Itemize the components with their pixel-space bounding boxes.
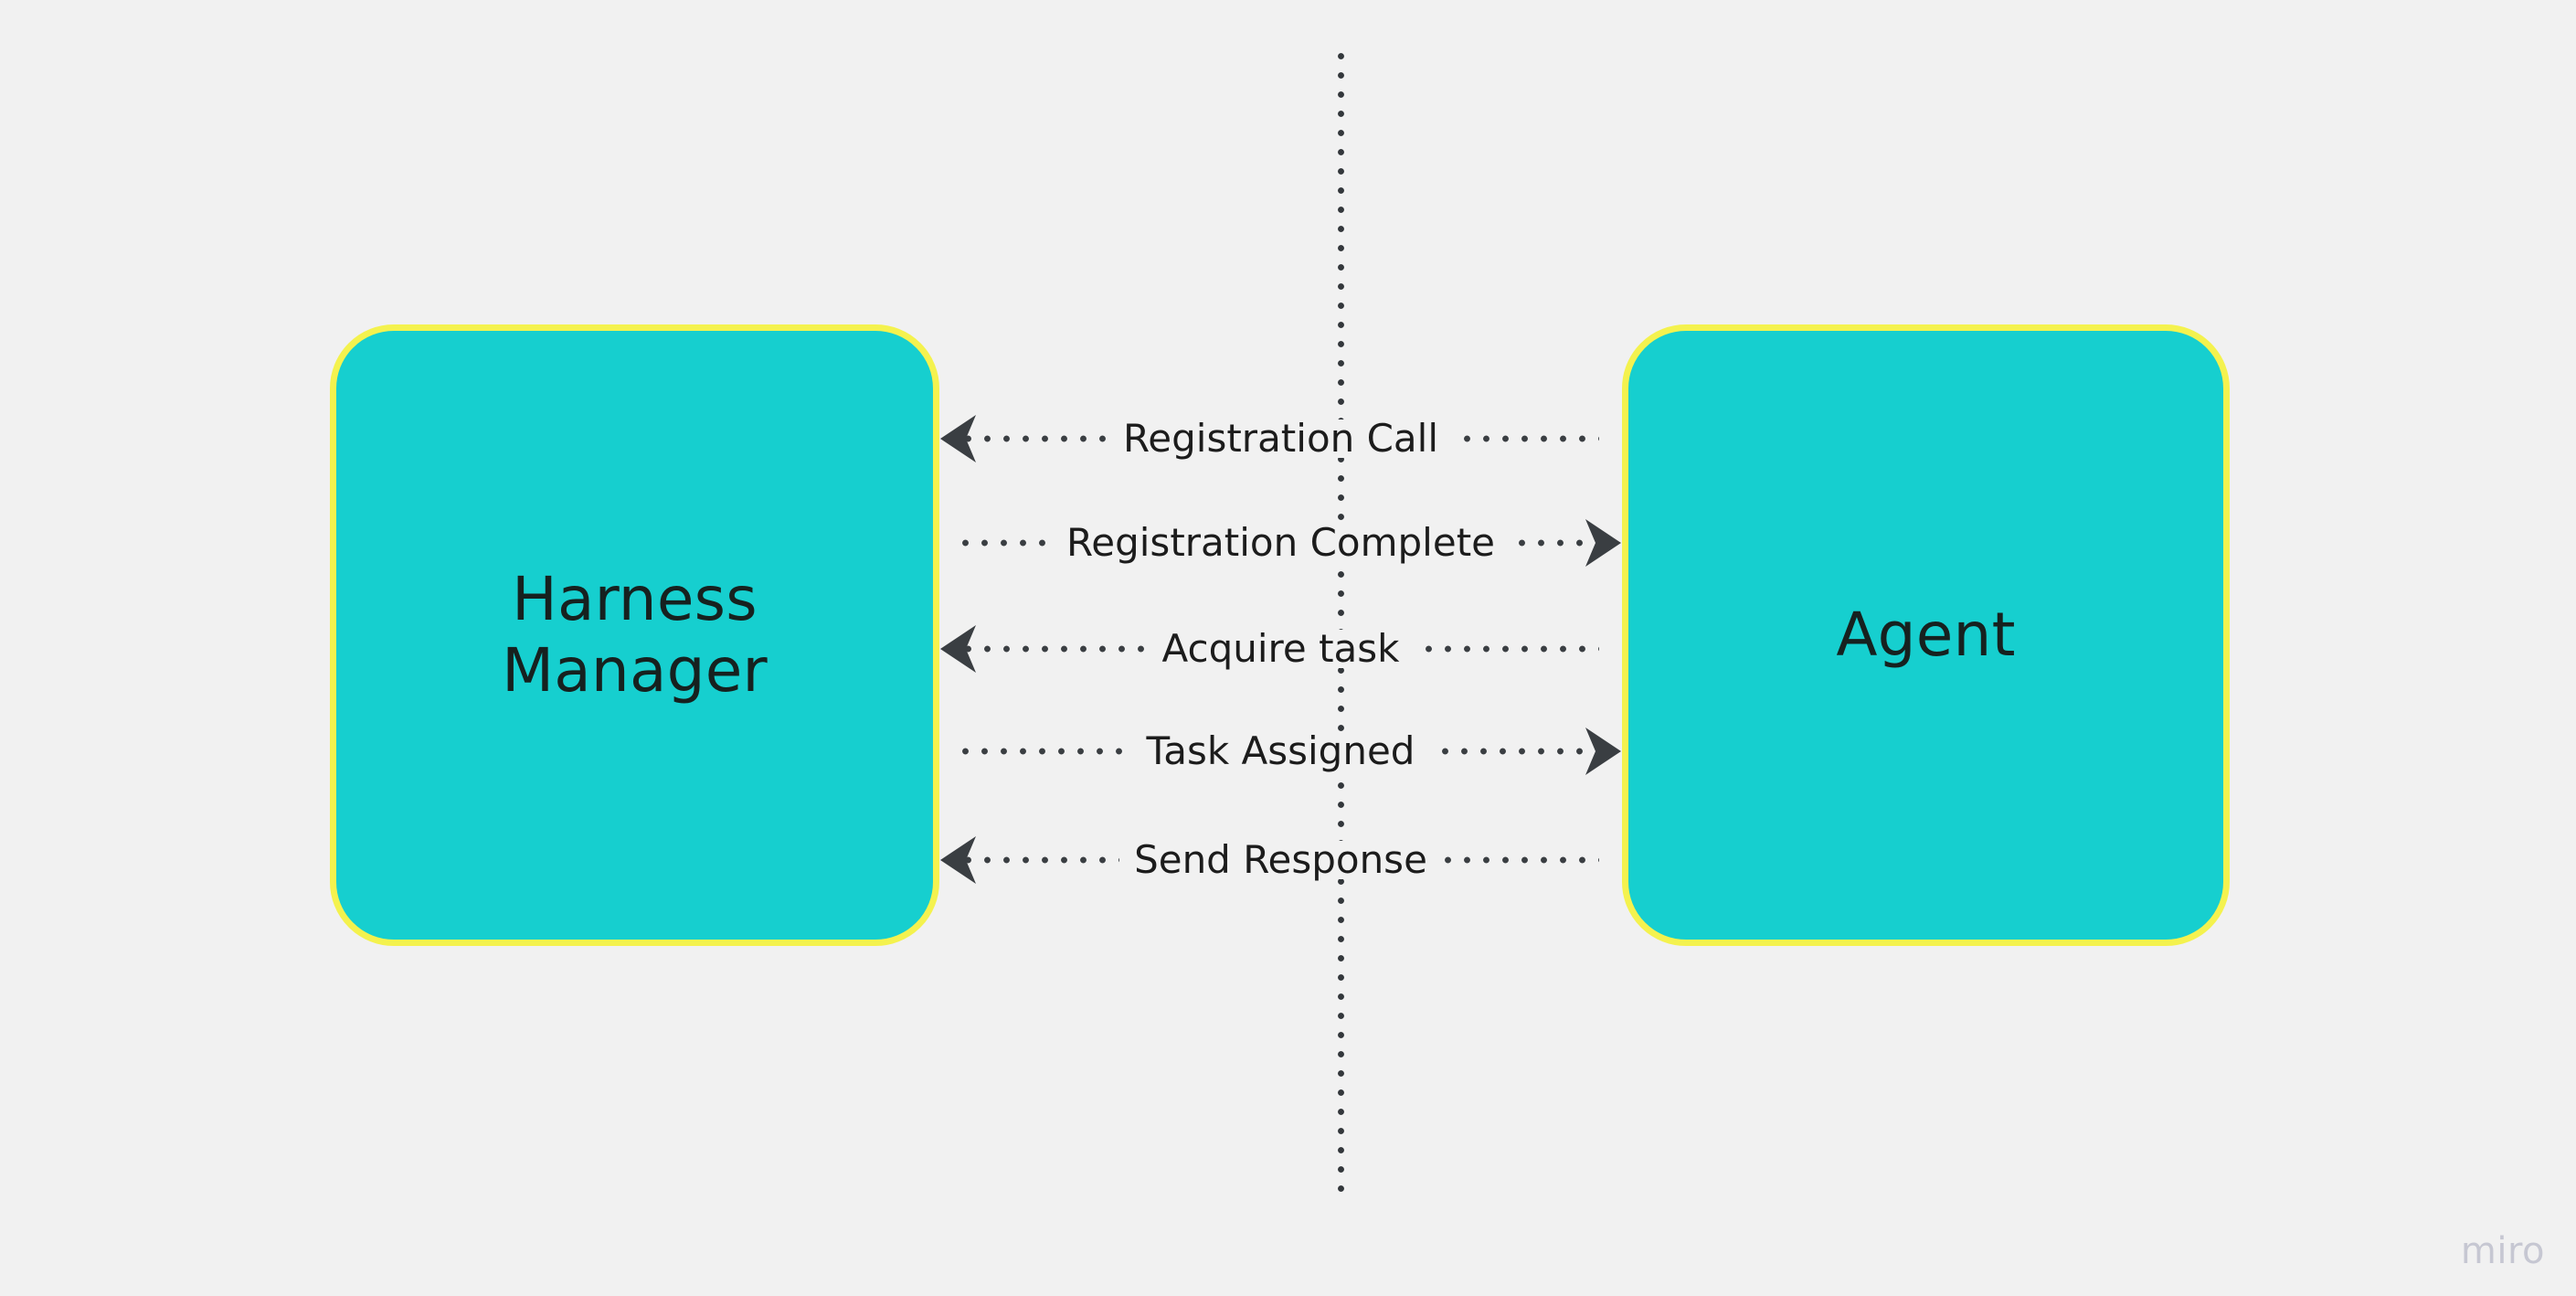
message-label: Send Response — [1119, 841, 1442, 879]
arrow-left-icon — [939, 413, 978, 464]
lifeline-divider — [1338, 53, 1344, 1203]
node-agent-label: Agent — [1836, 600, 2016, 671]
message-label: Registration Complete — [1051, 524, 1511, 562]
message-registration-complete[interactable]: Registration Complete — [939, 515, 1622, 570]
message-label: Acquire task — [1147, 630, 1415, 668]
arrow-right-icon — [1584, 517, 1622, 568]
message-acquire-task[interactable]: Acquire task — [939, 621, 1622, 676]
arrow-right-icon — [1584, 726, 1622, 777]
node-harness-manager-label: Harness Manager — [502, 564, 768, 706]
node-harness-manager[interactable]: Harness Manager — [330, 324, 939, 946]
arrow-left-icon — [939, 623, 978, 675]
message-send-response[interactable]: Send Response — [939, 833, 1622, 887]
miro-watermark: miro — [2460, 1230, 2545, 1272]
message-registration-call[interactable]: Registration Call — [939, 411, 1622, 466]
message-label: Registration Call — [1108, 420, 1454, 458]
message-task-assigned[interactable]: Task Assigned — [939, 724, 1622, 779]
message-label: Task Assigned — [1131, 732, 1430, 770]
arrow-left-icon — [939, 834, 978, 886]
node-agent[interactable]: Agent — [1622, 324, 2230, 946]
